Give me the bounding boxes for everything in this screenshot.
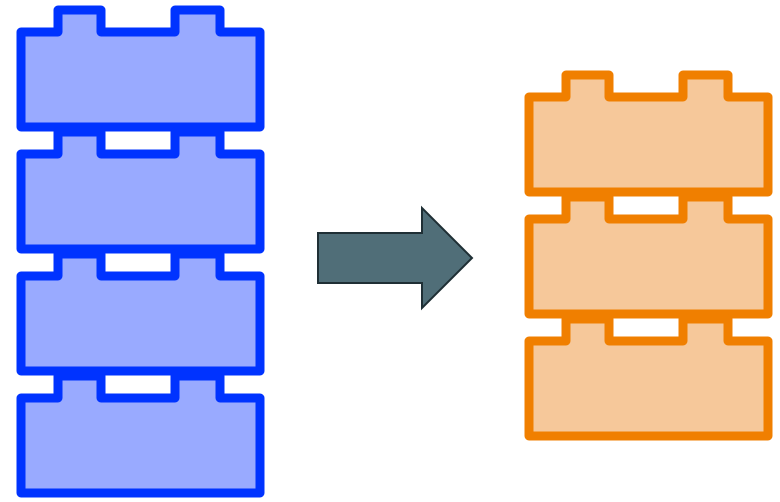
lego-brick-icon <box>524 70 773 197</box>
lego-brick-icon <box>16 371 265 498</box>
lego-brick-icon <box>524 314 773 441</box>
left-brick-stack <box>16 5 265 498</box>
right-arrow-icon <box>317 205 474 311</box>
lego-brick-icon <box>16 249 265 376</box>
lego-brick-icon <box>16 127 265 254</box>
lego-brick-icon <box>524 192 773 319</box>
right-brick-stack <box>524 70 773 441</box>
lego-brick-icon <box>16 5 265 132</box>
